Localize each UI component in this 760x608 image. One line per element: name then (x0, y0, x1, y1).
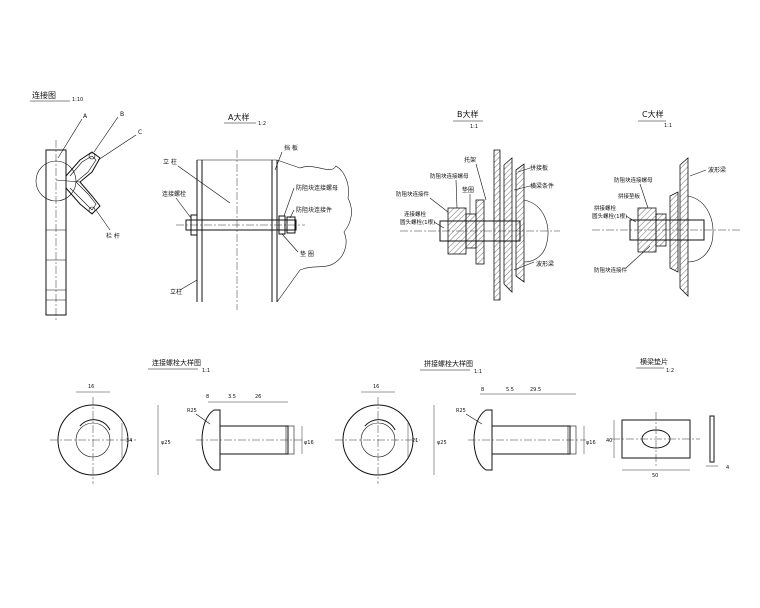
detail-a-label-plate: 挡 板 (284, 144, 298, 152)
detail-b-view: B大样 1:1 托架 防阻块连接螺母 垫圈 防阻块连接件 连接螺栓 圆头螺栓(1… (396, 109, 560, 301)
bolt-splice-dim-phi16: φ16 (586, 440, 596, 446)
bolt-large-dim-16: 16 (88, 384, 94, 390)
detail-c-label-connector: 防阻块连接件 (594, 266, 628, 274)
bolt-large-dim-phi25: φ25 (161, 440, 171, 446)
bolt-large-dim-8: 8 (206, 394, 209, 400)
plate-dim-4: 4 (726, 465, 729, 471)
overview-view: 连接图 1:10 A B C 栏 杆 (30, 90, 142, 322)
detail-b-label-beam-cond: 横梁条件 (530, 182, 554, 190)
detail-b-label-wbeam: 波形梁 (536, 260, 554, 268)
overview-label-rail: 栏 杆 (106, 232, 120, 240)
bolt-large-dim-34: 34 (126, 438, 132, 444)
bolt-splice-dim-r25: R25 (456, 408, 466, 414)
overview-callout-c: C (138, 129, 142, 136)
bolt-large-dim-r25: R25 (187, 408, 197, 414)
bolt-large-scale: 1:1 (202, 368, 210, 374)
bolt-splice-dim-8: 8 (481, 387, 484, 393)
detail-b-label-connector: 防阻块连接件 (396, 190, 430, 198)
detail-b-label-round-bolt: 圆头螺栓(1根) (400, 218, 435, 226)
detail-a-label-connector: 防阻块连接件 (296, 206, 332, 214)
detail-b-title: B大样 (457, 109, 479, 119)
detail-b-label-splice: 拼接板 (530, 164, 548, 172)
detail-a-label-column: 立柱 (170, 288, 182, 296)
detail-c-scale: 1:1 (664, 123, 672, 129)
detail-b-label-washer: 垫圈 (462, 186, 474, 194)
detail-b-label-bolt: 连接螺栓 (404, 210, 427, 218)
bolt-splice-dim-16: 16 (373, 384, 379, 390)
detail-c-label-nut: 防阻块连接螺母 (614, 176, 653, 184)
detail-b-label-nut: 防阻块连接螺母 (430, 172, 469, 180)
bolt-splice-dim-21: 21 (412, 438, 418, 444)
detail-a-scale: 1:2 (258, 121, 266, 127)
bolt-large-dim-phi16: φ16 (304, 440, 314, 446)
detail-b-scale: 1:1 (470, 124, 478, 130)
detail-c-label-splice-bolt: 拼接螺栓 (594, 204, 617, 212)
plate-scale: 1:2 (666, 368, 674, 374)
detail-a-label-washer: 垫 圈 (300, 250, 314, 258)
detail-c-label-round-bolt: 圆头螺栓(1根) (592, 212, 627, 220)
plate-dim-40: 40 (606, 438, 612, 444)
detail-b-label-bracket: 托架 (464, 156, 476, 164)
bolt-large-view: 连接螺栓大样图 1:1 16 34 φ25 8 3.5 26 R25 φ16 (50, 358, 314, 484)
detail-a-label-nut: 防阻块连接螺母 (296, 184, 338, 192)
bolt-splice-dim-29-5: 29.5 (530, 387, 541, 393)
overview-scale: 1:10 (72, 97, 83, 103)
detail-c-label-plate: 拼接垫板 (618, 192, 641, 200)
bolt-splice-dim-phi25: φ25 (437, 440, 447, 446)
overview-callout-a: A (83, 113, 88, 120)
bolt-large-dim-26: 26 (255, 394, 261, 400)
bolt-large-dim-3-5: 3.5 (228, 394, 236, 400)
detail-a-title: A大样 (228, 112, 249, 122)
plate-dim-50: 50 (652, 473, 658, 479)
detail-c-title: C大样 (642, 109, 664, 119)
overview-title: 连接图 (32, 90, 56, 100)
plate-view: 横梁垫片 1:2 40 50 4 (606, 357, 729, 479)
bolt-splice-title: 拼接螺栓大样图 (424, 359, 473, 368)
detail-a-view: A大样 1:2 立 柱 连接螺栓 立柱 挡 板 防阻块连接螺母 防阻块连接件 垫 (162, 112, 352, 310)
plate-title: 横梁垫片 (640, 357, 668, 366)
overview-callout-b: B (120, 111, 124, 118)
bolt-splice-dim-5-5: 5.5 (506, 387, 514, 393)
detail-a-label-bolt: 连接螺栓 (162, 190, 186, 198)
bolt-splice-scale: 1:1 (474, 369, 482, 375)
detail-a-label-post: 立 柱 (163, 158, 177, 166)
bolt-splice-view: 拼接螺栓大样图 1:1 16 21 φ25 8 5.5 29.5 R25 φ16 (335, 359, 596, 484)
detail-c-view: C大样 1:1 防阻块连接螺母 拼接螺栓 圆头螺栓(1根) 拼接垫板 防阻块连接… (592, 109, 742, 297)
bolt-large-title: 连接螺栓大样图 (152, 358, 201, 367)
detail-c-label-wbeam: 波形梁 (708, 166, 726, 174)
